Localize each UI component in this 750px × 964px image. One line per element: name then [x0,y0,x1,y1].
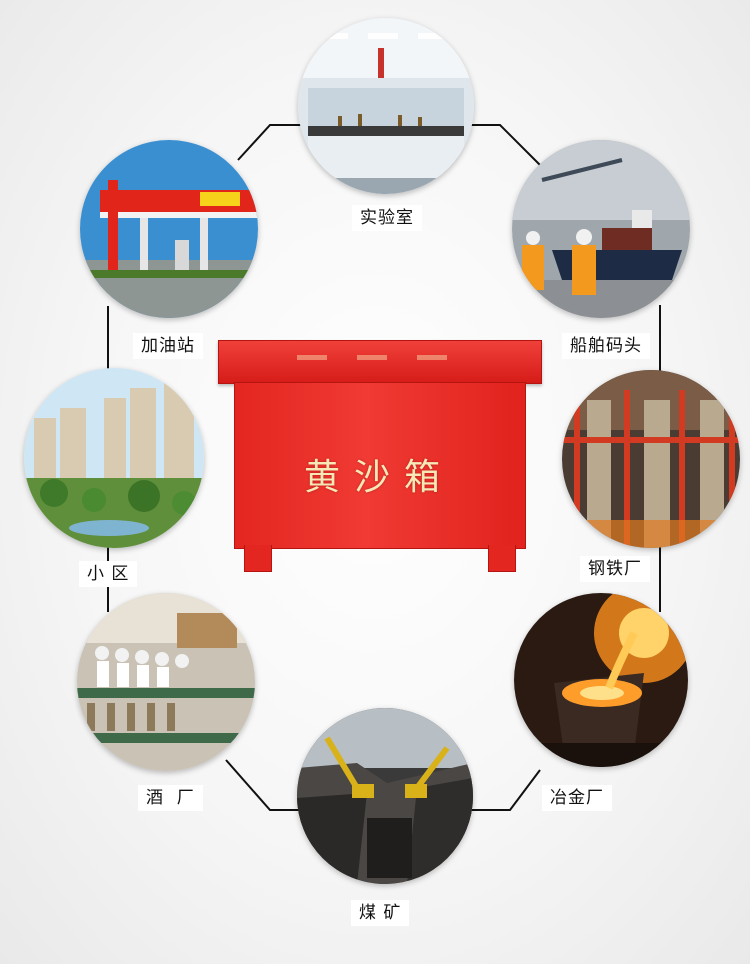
brewery-photo [77,593,255,771]
coal-mine-photo [297,708,473,884]
label-steel-mill: 钢铁厂 [580,556,650,582]
label-gas-station: 加油站 [133,333,203,359]
sand-box-product: 黄沙箱 [218,340,542,580]
laboratory-photo [298,18,474,194]
sand-box-label: 黄沙箱 [303,457,454,498]
gas-station-photo [80,140,258,318]
residential-photo [24,368,204,548]
label-residential: 小 区 [79,561,138,587]
lid-print-icon [297,355,447,360]
label-laboratory: 实验室 [352,205,422,231]
sand-box-leg-right [488,545,516,572]
label-ship-dock: 船舶码头 [562,333,650,359]
sand-box-body [234,382,526,549]
sand-box-leg-left [244,545,272,572]
ship-dock-photo [512,140,690,318]
label-brewery: 酒 厂 [138,785,203,811]
label-coal-mine: 煤 矿 [351,900,410,926]
metallurgy-photo [514,593,688,767]
label-metallurgy: 冶金厂 [542,785,612,811]
steel-mill-photo [562,370,740,548]
sand-box-lid [218,340,542,384]
